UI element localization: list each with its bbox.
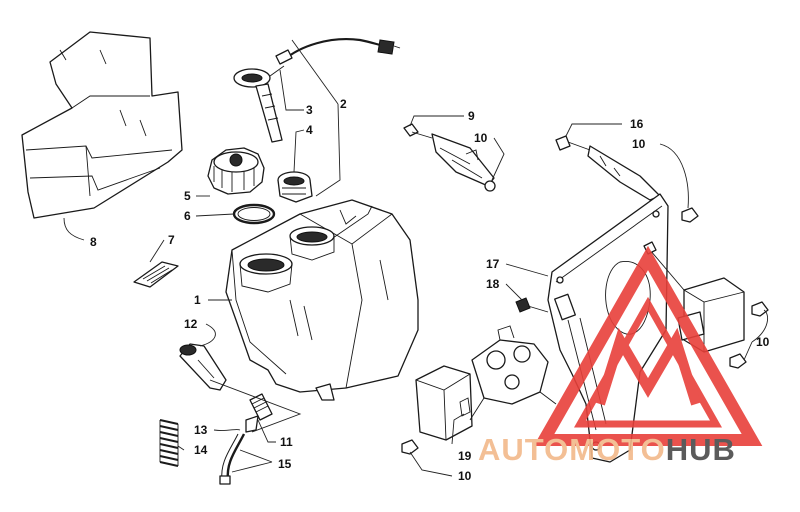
fuel-valve-fitting [245,393,273,433]
callout-18: 18 [486,277,500,291]
callout-17: 17 [486,257,500,271]
svg-text:AUTOMOTOHUB: AUTOMOTOHUB [478,432,736,467]
nut-10-top [681,207,699,223]
callout-4: 4 [306,123,313,137]
callout-10-upper-left: 10 [474,131,488,145]
callout-13: 13 [194,423,208,437]
callout-labels: 1 2 3 4 5 6 7 8 9 10 10 10 10 11 12 13 1… [90,97,770,483]
nut-10-right-upper [751,301,769,317]
watermark-text-automoto: AUTOMOTO [478,432,666,467]
fuel-hose [219,433,246,485]
callout-19: 19 [458,449,472,463]
gauge-wire-harness [275,38,401,65]
electrical-module-19 [415,365,473,441]
filter-spring [159,419,179,467]
nut-10-right-lower [729,353,747,369]
callout-3: 3 [306,103,313,117]
callout-1: 1 [194,293,201,307]
fuel-gauge-sender [233,65,285,143]
fuel-cap [207,147,265,195]
callout-14: 14 [194,443,208,457]
watermark-text-hub: HUB [666,432,736,467]
bolt-18 [515,297,549,313]
fuel-tank [225,199,419,401]
callout-9: 9 [468,109,475,123]
upper-mounting-bracket [403,123,496,192]
watermark-triangle-icon [533,245,763,446]
callout-10-bottom: 10 [458,469,472,483]
callout-10-upper-right: 10 [632,137,646,151]
callout-16: 16 [630,117,644,131]
callout-7: 7 [168,233,175,247]
watermark-m-mark-icon [595,327,701,406]
callout-2: 2 [340,97,347,111]
mounting-bolt-16 [555,135,661,201]
callout-15: 15 [278,457,292,471]
outlet-elbow-fitting [179,343,227,391]
watermark-logo: AUTOMOTOHUB [478,245,763,467]
callout-10-right: 10 [756,335,770,349]
warning-label-decal [133,261,179,288]
cap-gasket-ring [232,203,276,225]
callout-5: 5 [184,189,191,203]
filler-adapter-grommet [277,171,313,203]
callout-6: 6 [184,209,191,223]
throttle-body-assembly [469,325,557,421]
callout-11: 11 [280,435,293,449]
leader-group-frame [209,379,302,433]
leader-lines [63,39,769,477]
callout-8: 8 [90,235,97,249]
callout-12: 12 [184,317,198,331]
heat-shield-pad [21,31,183,219]
nut-10-bottom [401,439,419,455]
